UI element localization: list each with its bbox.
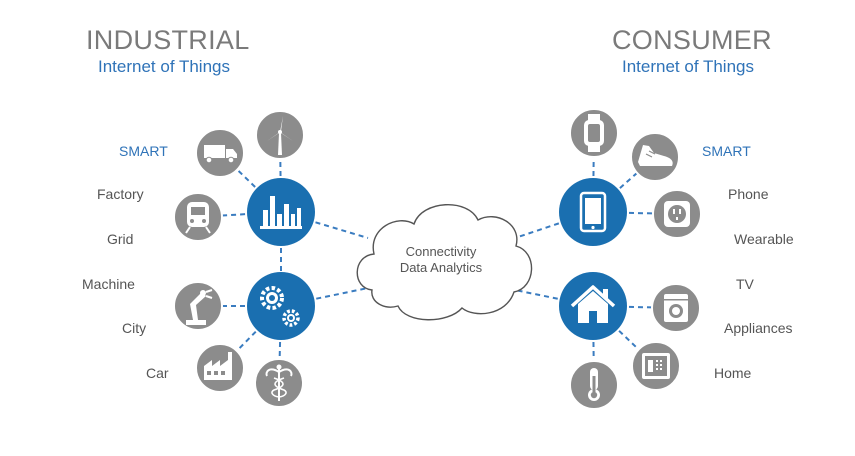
industrial-heading: INDUSTRIAL — [86, 25, 250, 55]
label-appliances: Appliances — [724, 320, 793, 336]
smartwatch-icon — [569, 108, 619, 158]
washing-machine-icon — [651, 283, 701, 333]
label-tv: TV — [736, 276, 754, 292]
cloud-label-line1: Connectivity — [406, 244, 477, 259]
label-machine: Machine — [82, 276, 135, 292]
gears-icon — [247, 272, 315, 340]
factory-icon — [195, 343, 245, 393]
label-wearable: Wearable — [734, 231, 794, 247]
label-grid: Grid — [107, 231, 134, 247]
industrial-smart-label: SMART — [119, 143, 168, 159]
consumer-heading: CONSUMER — [612, 25, 772, 55]
label-car: Car — [146, 365, 169, 381]
cloud-shape — [356, 204, 533, 321]
label-factory: Factory — [97, 186, 144, 202]
label-phone: Phone — [728, 186, 769, 202]
industrial-subheading: Internet of Things — [98, 57, 230, 76]
power-outlet-icon — [652, 189, 702, 239]
truck-icon — [195, 128, 245, 178]
safe-icon — [631, 341, 681, 391]
consumer-subheading: Internet of Things — [622, 57, 754, 76]
consumer-smart-label: SMART — [702, 143, 751, 159]
sneaker-icon — [630, 132, 680, 182]
caduceus-icon — [254, 358, 304, 408]
train-icon — [173, 192, 223, 242]
wind-turbine-icon — [255, 110, 305, 160]
label-city: City — [122, 320, 147, 336]
house-icon — [559, 272, 627, 340]
robot-arm-icon — [173, 281, 223, 331]
thermometer-icon — [569, 360, 619, 410]
factory-skyline-icon — [247, 178, 315, 246]
label-home: Home — [714, 365, 752, 381]
cloud-label-line2: Data Analytics — [400, 260, 483, 275]
smartphone-icon — [559, 178, 627, 246]
